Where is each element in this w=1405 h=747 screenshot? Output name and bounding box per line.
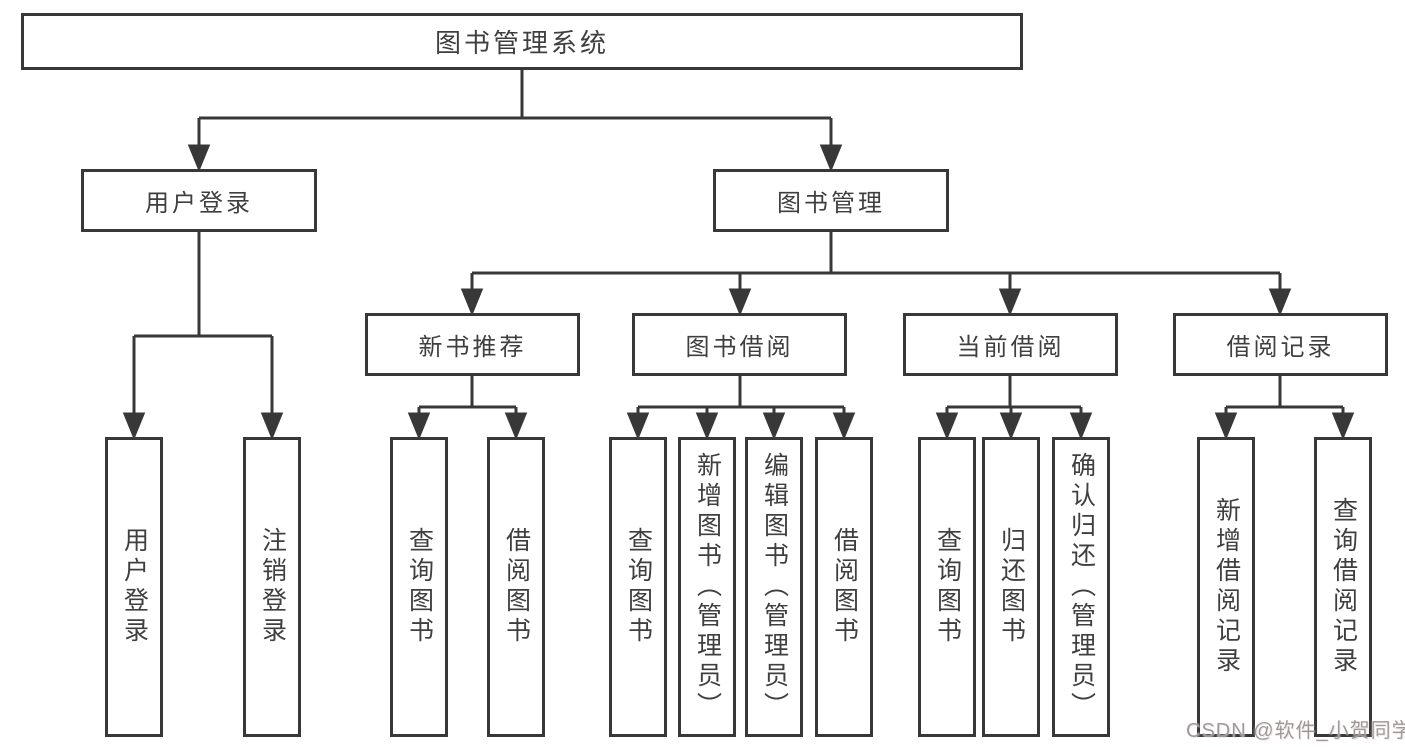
arrow-down-icon [1214,412,1238,440]
csdn-watermark: CSDN @软件_小贺同学 [1186,720,1405,742]
arrow-down-icon [260,412,284,440]
connector-new-book-recommendation-to-leaves [407,376,528,440]
node-label: 图书借阅 [685,334,794,361]
leaf-label: 查询图书 [405,527,434,647]
connector-borrowing-records-to-leaves [1214,376,1355,440]
arrow-down-icon [762,412,786,440]
node-label: 图书管理 [777,190,885,217]
arrow-down-icon [832,412,856,440]
leaf-label: 编辑图书（管理员） [760,452,789,722]
leaf-label: 归还图书 [997,527,1026,647]
node-new-book-recommendation: 新书推荐 [365,313,580,376]
leaf-add-books-admin: 新增图书（管理员） [678,437,736,737]
leaf-query-borrow-record: 查询借阅记录 [1314,437,1372,737]
node-borrowing-records: 借阅记录 [1173,313,1388,376]
leaf-label: 查询图书 [933,527,962,647]
leaf-label: 查询借阅记录 [1329,497,1358,677]
arrow-down-icon [998,288,1022,316]
arrow-down-icon [626,412,650,440]
arrow-down-icon [935,412,959,440]
leaf-borrow-books: 借阅图书 [815,437,873,737]
leaf-logout-login: 注销登录 [243,437,301,737]
node-label: 用户登录 [145,190,253,217]
node-label: 新书推荐 [418,334,527,361]
arrow-down-icon [504,412,528,440]
arrow-down-icon [122,412,146,440]
arrow-down-icon [819,144,843,172]
arrow-down-icon [1268,288,1292,316]
node-book-borrowing: 图书借阅 [632,313,847,376]
leaf-label: 借阅图书 [830,527,859,647]
arrow-down-icon [460,288,484,316]
arrow-down-icon [728,288,752,316]
node-user-login: 用户登录 [81,169,317,232]
node-current-borrowing: 当前借阅 [903,313,1118,376]
connector-root-to-level2 [187,69,843,172]
node-label: 借阅记录 [1226,334,1335,361]
leaf-query-books-recommend: 查询图书 [390,437,448,737]
leaf-label: 借阅图书 [502,527,531,647]
node-root: 图书管理系统 [21,13,1023,70]
node-root-label: 图书管理系统 [434,28,609,58]
leaf-label: 确认归还（管理员） [1067,452,1096,722]
leaf-return-books: 归还图书 [982,437,1040,737]
leaf-query-books-current: 查询图书 [918,437,976,737]
arrow-down-icon [695,412,719,440]
connector-current-borrowing-to-leaves [935,376,1093,440]
leaf-label: 新增借阅记录 [1212,497,1241,677]
connector-book-borrowing-to-leaves [626,376,856,440]
node-label: 当前借阅 [956,334,1065,361]
connector-user-login-to-leaves [122,232,284,440]
arrow-down-icon [407,412,431,440]
leaf-confirm-return-admin: 确认归还（管理员） [1052,437,1110,737]
arrow-down-icon [1069,412,1093,440]
leaf-query-books-borrow: 查询图书 [609,437,667,737]
leaf-label: 用户登录 [120,527,149,647]
leaf-label: 查询图书 [624,527,653,647]
leaf-edit-books-admin: 编辑图书（管理员） [745,437,803,737]
leaf-label: 注销登录 [258,527,287,647]
leaf-borrow-books-recommend: 借阅图书 [487,437,545,737]
arrow-down-icon [1331,412,1355,440]
arrow-down-icon [187,144,211,172]
leaf-user-login: 用户登录 [105,437,163,737]
leaf-label: 新增图书（管理员） [693,452,722,722]
leaf-add-borrow-record: 新增借阅记录 [1197,437,1255,737]
arrow-down-icon [999,412,1023,440]
node-book-management: 图书管理 [713,169,949,232]
connector-book-management-to-level3 [460,232,1292,316]
